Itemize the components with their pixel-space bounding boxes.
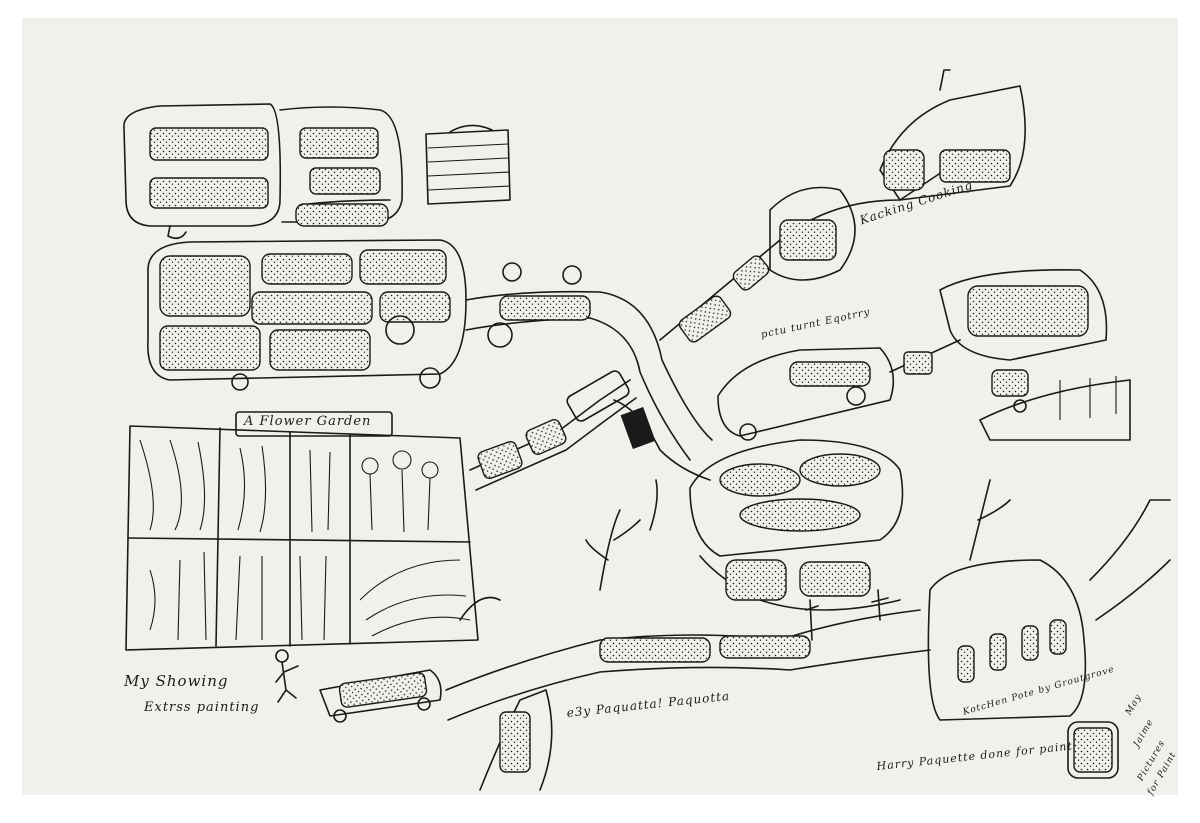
- small-car: [319, 669, 442, 723]
- upper-train: [659, 69, 1026, 343]
- winding-road: [465, 262, 713, 461]
- flower-garden-label: A Flower Garden: [244, 414, 372, 429]
- stick-figure: [275, 649, 299, 703]
- bottom-right-box: [1067, 721, 1119, 779]
- top-left-building: [123, 103, 403, 240]
- right-small-train: [979, 369, 1131, 441]
- central-structure: [613, 399, 904, 611]
- flower-garden-panel: [125, 411, 479, 651]
- striped-box: [425, 124, 511, 205]
- bottom-road: [445, 596, 931, 791]
- plants: [585, 479, 1011, 641]
- extra-painting-label: Extrss painting: [144, 700, 260, 715]
- right-vehicle: [717, 269, 1108, 441]
- bottom-right-building: [927, 499, 1171, 721]
- my-showing-label: My Showing: [124, 672, 229, 690]
- large-vehicle: [147, 239, 467, 391]
- diagonal-train: [469, 370, 637, 491]
